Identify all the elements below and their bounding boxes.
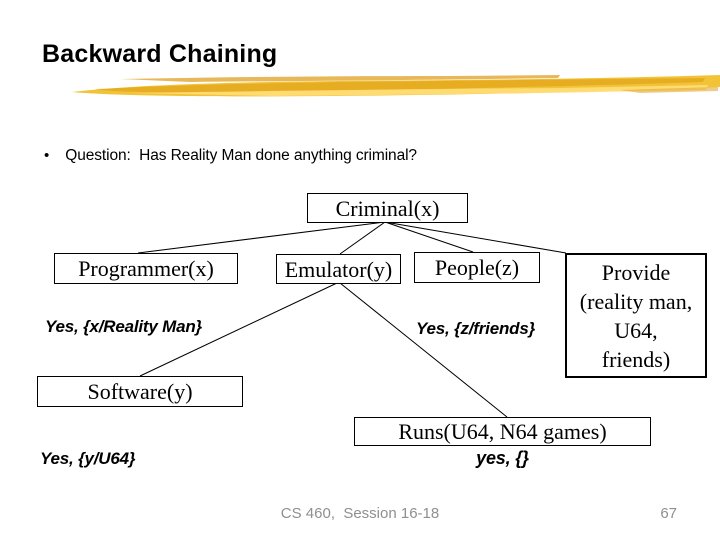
- footer-course-label: CS 460, Session 16-18: [280, 505, 440, 522]
- node-runs: Runs(U64, N64 games): [354, 417, 651, 446]
- node-provide-line: U64,: [614, 317, 658, 343]
- node-criminal: Criminal(x): [307, 193, 468, 223]
- page-title: Backward Chaining: [42, 40, 278, 68]
- node-emulator: Emulator(y): [276, 254, 401, 284]
- node-provide-line: (reality man,: [579, 288, 693, 314]
- footer-page-number: 67: [660, 505, 677, 522]
- bullet-text: Question: Has Reality Man done anything …: [65, 147, 417, 164]
- bullet-icon: •: [44, 147, 50, 164]
- node-people: People(z): [414, 252, 540, 283]
- annotation-software-result: Yes, {y/U64}: [40, 449, 136, 468]
- annotation-runs-result: yes, {}: [476, 448, 529, 468]
- node-provide-line: friends): [601, 346, 671, 372]
- node-provide: Provide (reality man, U64, friends): [565, 253, 707, 378]
- node-provide-line: Provide: [601, 259, 671, 285]
- node-programmer: Programmer(x): [54, 253, 238, 284]
- bullet-item: • Question: Has Reality Man done anythin…: [44, 146, 664, 166]
- annotation-people-result: Yes, {z/friends}: [416, 319, 535, 338]
- annotation-programmer-result: Yes, {x/Reality Man}: [45, 317, 202, 336]
- brush-stroke-underline: [72, 75, 720, 97]
- node-software: Software(y): [37, 376, 243, 407]
